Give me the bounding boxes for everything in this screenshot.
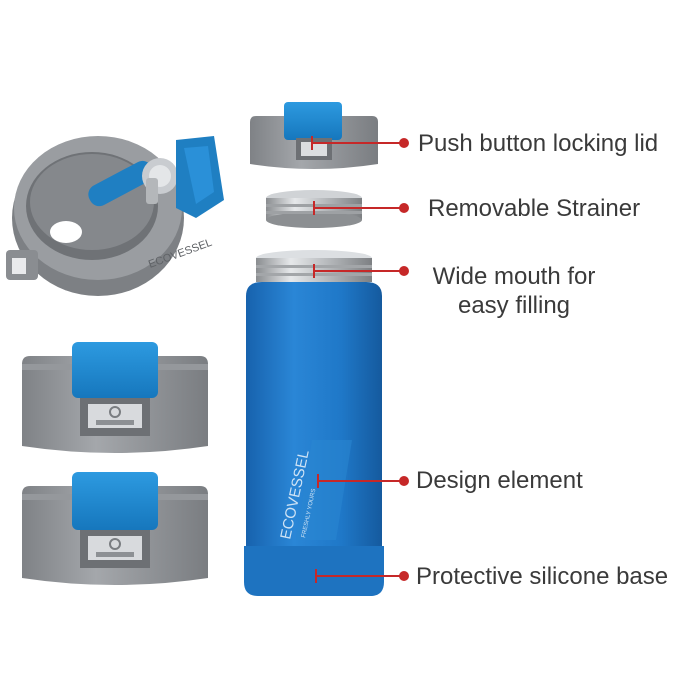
leader-dot-lid	[399, 138, 409, 148]
callout-silicone-base: Protective silicone base	[416, 563, 669, 590]
silicone-base	[244, 546, 384, 596]
closed-lid-front-view-2	[22, 472, 208, 585]
callout-push-button-lid: Push button locking lid	[418, 130, 659, 157]
leader-dot-design	[399, 476, 409, 486]
leader-dot-mouth	[399, 266, 409, 276]
leader-lines	[311, 136, 409, 583]
callout-design-element: Design element	[416, 467, 583, 494]
bottle: ECOVESSEL FRESHLY YOURS	[244, 250, 384, 596]
callout-strainer: Removable Strainer	[428, 195, 641, 222]
push-button-lid	[250, 102, 378, 169]
callout-wide-mouth: Wide mouth for easy filling	[416, 262, 612, 320]
open-lid-illustration: ECOVESSEL	[6, 136, 224, 296]
callout-wide-mouth-line1: Wide mouth for	[432, 263, 596, 290]
leader-dot-base	[399, 571, 409, 581]
callout-wide-mouth-line2: easy filling	[457, 292, 571, 319]
leader-dot-strainer	[399, 203, 409, 213]
design-element-graphic	[296, 440, 352, 540]
closed-lid-front-view-1	[22, 342, 208, 453]
